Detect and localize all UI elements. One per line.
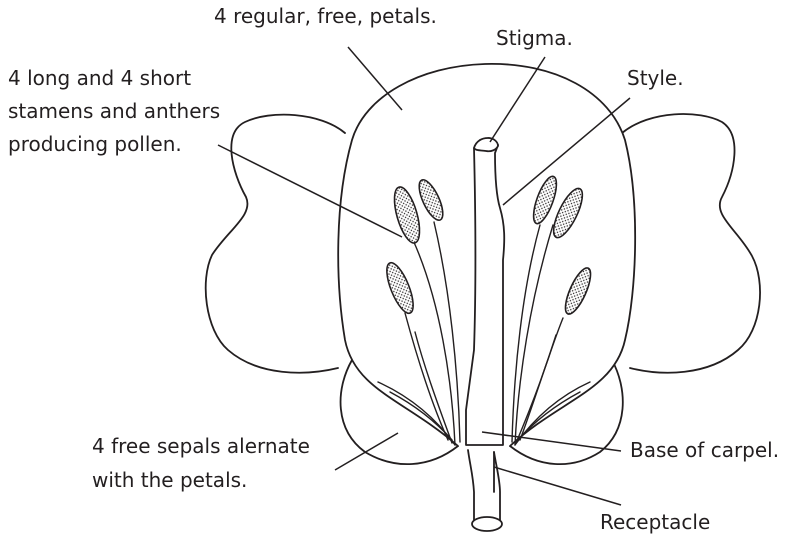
label-sepals-line-2: with the petals. <box>92 466 247 494</box>
left-side-petal <box>206 115 345 373</box>
label-receptacle: Receptacle <box>600 508 710 536</box>
label-stigma: Stigma. <box>496 24 573 52</box>
label-stamens-line-1: 4 long and 4 short <box>8 64 191 92</box>
label-style: Style. <box>627 64 684 92</box>
label-petals: 4 regular, free, petals. <box>214 2 437 30</box>
receptacle-stalk <box>468 450 494 524</box>
label-base-of-carpel: Base of carpel. <box>630 436 779 464</box>
right-side-petal <box>622 114 760 373</box>
label-stamens-line-2: stamens and anthers <box>8 97 220 125</box>
label-stamens-line-3: producing pollen. <box>8 130 182 158</box>
receptacle-cut-end <box>472 517 502 531</box>
petals-leader-line <box>348 47 402 110</box>
label-sepals-line-1: 4 free sepals alernate <box>92 432 310 460</box>
receptacle-leader-line <box>494 467 621 505</box>
